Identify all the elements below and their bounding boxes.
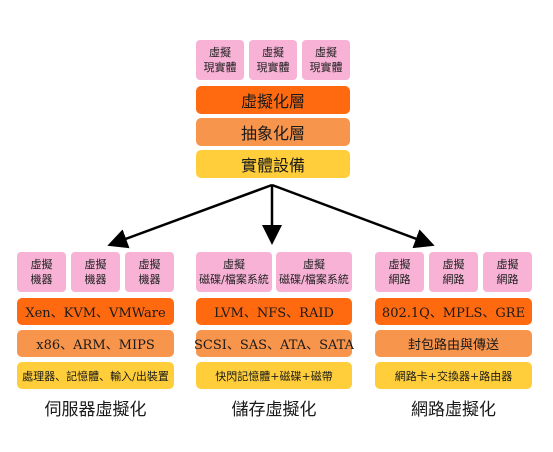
network-box-3: 虛擬 網路: [483, 252, 532, 292]
network-layer-routing: 封包路由與傳送: [375, 330, 532, 357]
server-layer-hypervisor: Xen、KVM、VMWare: [17, 298, 174, 325]
box-line1: 虛擬: [223, 258, 245, 271]
box-line2: 網路: [442, 273, 465, 286]
box-line2: 現實體: [203, 61, 237, 74]
box-line1: 虛擬: [496, 258, 519, 271]
server-vm-box-2: 虛擬 機器: [71, 252, 120, 292]
box-line1: 虛擬: [138, 258, 161, 271]
box-line2: 機器: [30, 273, 53, 286]
box-line1: 虛擬: [315, 46, 337, 59]
server-caption: 伺服器虛擬化: [44, 400, 147, 420]
top-virtual-box-2: 虛擬 現實體: [249, 40, 297, 80]
box-line2: 現實體: [309, 61, 343, 74]
top-virtual-box-3: 虛擬 現實體: [302, 40, 350, 80]
box-line1: 虛擬: [388, 258, 411, 271]
box-line2: 磁碟/檔案系統: [279, 273, 349, 286]
top-virtual-box-1: 虛擬 現實體: [196, 40, 244, 80]
server-layer-isa: x86、ARM、MIPS: [17, 330, 174, 357]
storage-disk-box-1: 虛擬 磁碟/檔案系統: [196, 252, 272, 292]
storage-layer-protocol: SCSI、SAS、ATA、SATA: [194, 330, 354, 357]
box-line1: 虛擬: [30, 258, 53, 271]
arrow-right: [271, 183, 435, 249]
storage-layer-media: 快閃記憶體+磁碟+磁帶: [196, 362, 352, 389]
top-layer-virtualization: 虛擬化層: [196, 86, 350, 114]
network-box-1: 虛擬 網路: [375, 252, 424, 292]
network-layer-protocols: 802.1Q、MPLS、GRE: [375, 298, 532, 325]
box-line1: 虛擬: [303, 258, 325, 271]
box-line2: 磁碟/檔案系統: [199, 273, 269, 286]
top-layer-abstraction: 抽象化層: [196, 118, 350, 146]
box-line1: 虛擬: [262, 46, 284, 59]
box-line1: 虛擬: [209, 46, 231, 59]
network-box-2: 虛擬 網路: [429, 252, 478, 292]
box-line2: 機器: [138, 273, 161, 286]
network-caption: 網路虛擬化: [411, 400, 496, 420]
storage-layer-volume: LVM、NFS、RAID: [196, 298, 352, 325]
network-layer-hardware: 網路卡+交換器+路由器: [375, 362, 532, 389]
server-layer-hardware: 處理器、記憶體、輸入/出裝置: [17, 362, 174, 389]
box-line2: 網路: [496, 273, 519, 286]
box-line2: 網路: [388, 273, 411, 286]
top-layer-physical: 實體設備: [196, 150, 350, 178]
box-line1: 虛擬: [84, 258, 107, 271]
box-line2: 現實體: [256, 61, 290, 74]
storage-caption: 儲存虛擬化: [231, 400, 317, 420]
server-vm-box-1: 虛擬 機器: [17, 252, 66, 292]
server-vm-box-3: 虛擬 機器: [125, 252, 174, 292]
arrow-left: [107, 183, 273, 249]
box-line1: 虛擬: [442, 258, 465, 271]
box-line2: 機器: [84, 273, 107, 286]
storage-disk-box-2: 虛擬 磁碟/檔案系統: [276, 252, 352, 292]
